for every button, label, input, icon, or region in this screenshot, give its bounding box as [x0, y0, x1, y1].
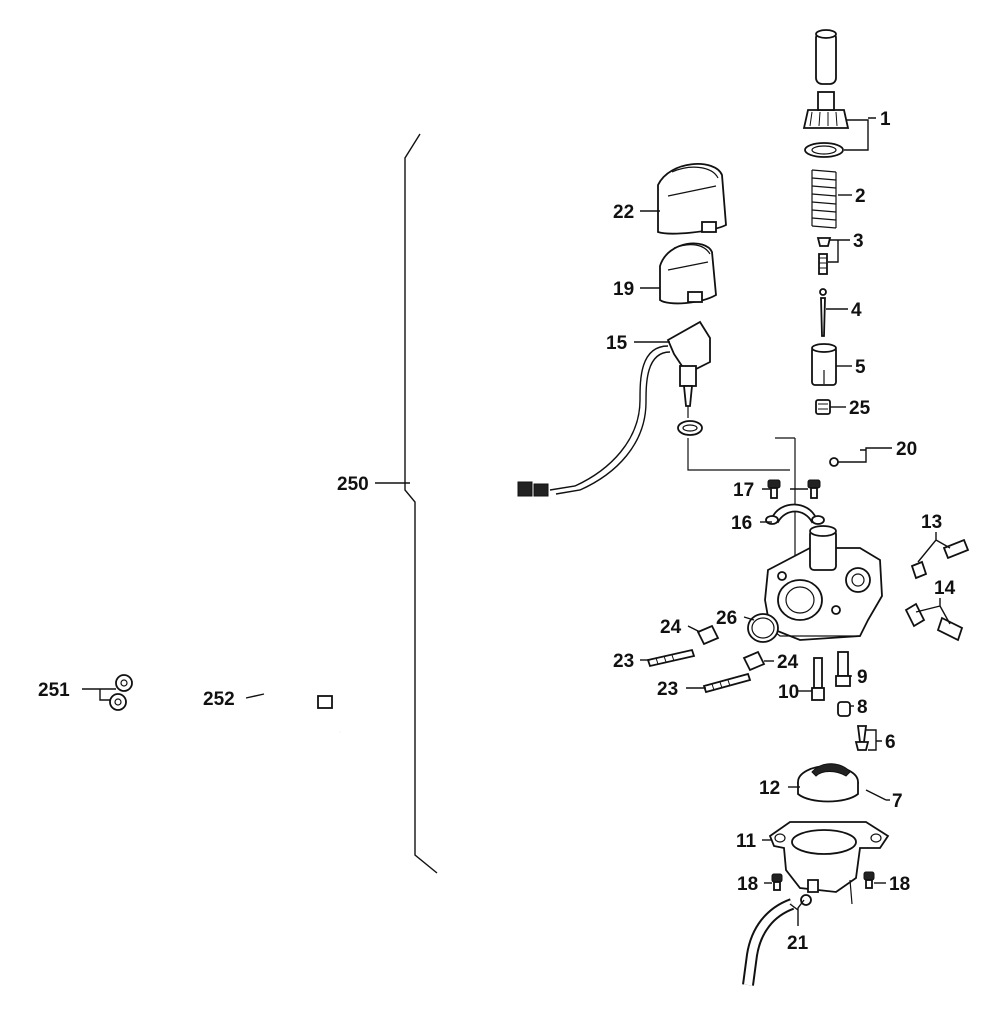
- callout-10: 10: [778, 682, 799, 703]
- part-1-cap: [802, 29, 850, 158]
- part-7-float-pin: [865, 789, 887, 801]
- part-252-cable-strap: [261, 683, 341, 734]
- callout-6: 6: [885, 732, 896, 753]
- callout-5: 5: [855, 357, 866, 378]
- callout-14: 14: [934, 578, 956, 599]
- carburetor-body: [764, 525, 883, 641]
- part-10-main-jet: [811, 657, 825, 701]
- part-23-studs: [646, 648, 752, 694]
- assembly-bracket-250: [375, 133, 438, 874]
- callout-22: 22: [613, 202, 634, 223]
- part-5-throttle-slide: [811, 343, 837, 386]
- part-15-auto-choke: [517, 320, 711, 497]
- callout-17: 17: [733, 480, 754, 501]
- callout-8: 8: [857, 697, 868, 718]
- part-9-slow-jet: [835, 651, 851, 687]
- part-22-cap-cover: [657, 163, 727, 235]
- callout-18-left: 18: [737, 874, 758, 895]
- callout-16: 16: [731, 513, 752, 534]
- callout-250: 250: [337, 474, 369, 495]
- leader-lines: [82, 117, 951, 926]
- callout-23-top: 23: [613, 651, 634, 672]
- callout-9: 9: [857, 667, 868, 688]
- callout-24-top: 24: [660, 617, 682, 638]
- callout-21: 21: [787, 933, 809, 954]
- callout-4: 4: [851, 300, 862, 321]
- part-14-screws: [904, 602, 964, 642]
- part-21-drain-tube: [742, 894, 812, 986]
- callout-25: 25: [849, 398, 871, 419]
- part-4-jet-needle: [819, 288, 827, 337]
- part-12-float: [797, 763, 859, 803]
- part-24-nuts: [696, 624, 766, 672]
- part-3-clip: [816, 237, 832, 275]
- part-26-o-ring: [747, 613, 779, 643]
- part-13-screws: [910, 538, 970, 580]
- part-16-clamp: [765, 503, 825, 525]
- part-18-screws: [771, 871, 875, 891]
- callout-13: 13: [921, 512, 942, 533]
- callout-1: 1: [880, 109, 891, 130]
- part-2-spring: [811, 169, 837, 229]
- part-11-float-bowl: [768, 821, 890, 905]
- callout-2: 2: [855, 186, 866, 207]
- callout-23-bottom: 23: [657, 679, 678, 700]
- callout-labels: 1 2 3 4 5 25 20 22 19 15 17 16 13 14 26 …: [38, 109, 956, 954]
- callout-11: 11: [736, 831, 757, 852]
- callout-24-bottom: 24: [777, 652, 799, 673]
- part-8-plug: [837, 701, 851, 717]
- callout-3: 3: [853, 231, 864, 252]
- callout-252: 252: [203, 689, 235, 710]
- callout-12: 12: [759, 778, 780, 799]
- part-19-cover: [659, 242, 717, 305]
- callout-7: 7: [892, 791, 903, 812]
- callout-15: 15: [606, 333, 628, 354]
- part-25-jet: [815, 399, 831, 415]
- part-17-screws: [767, 479, 821, 499]
- callout-251: 251: [38, 680, 70, 701]
- callout-20: 20: [896, 439, 917, 460]
- part-251-nuts: [109, 674, 133, 711]
- callout-18-right: 18: [889, 874, 910, 895]
- callout-19: 19: [613, 279, 634, 300]
- callout-26: 26: [716, 608, 737, 629]
- part-6-float-needle: [854, 725, 870, 751]
